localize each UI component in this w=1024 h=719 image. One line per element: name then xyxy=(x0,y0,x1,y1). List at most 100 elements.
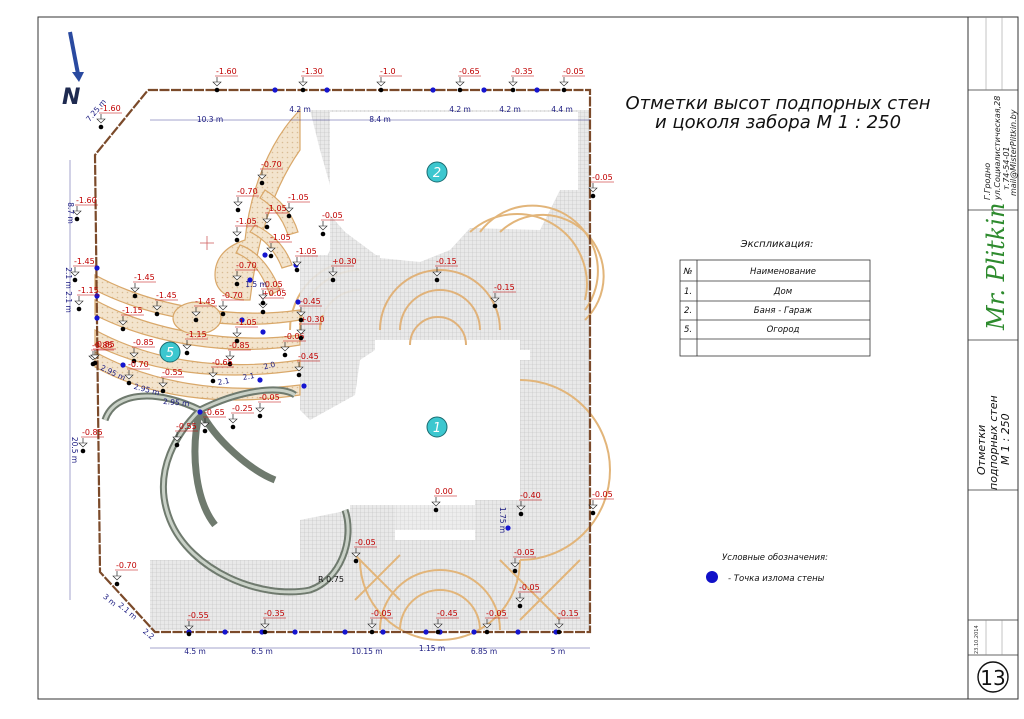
elevation-pin-icon xyxy=(510,562,520,568)
elevation-pin-icon xyxy=(294,366,304,372)
elevation-marker: -0.45 xyxy=(433,609,459,635)
elevation-marker: -0.65 xyxy=(208,358,234,384)
explication-col-name: Наименование xyxy=(750,267,816,277)
legend-item-label: - Точка излома стены xyxy=(728,574,825,584)
zone-label-garden: 5 xyxy=(166,346,174,361)
elevation-label: -0.65 xyxy=(459,67,480,76)
elevation-pin-icon xyxy=(129,352,139,358)
elevation-pin-icon xyxy=(218,305,228,311)
sheet-date: 23.10.2014 xyxy=(974,625,980,654)
elevation-label: -1.15 xyxy=(78,286,99,295)
explication-col-no: № xyxy=(683,267,693,277)
dimension-label: 4.2 m xyxy=(499,105,521,114)
title-line-2: и цоколя забора М 1 : 250 xyxy=(655,112,901,133)
elevation-label: -0.05 xyxy=(371,609,392,618)
elevation-label: -1.60 xyxy=(216,67,237,76)
dimension-label: 1.75 m xyxy=(498,507,507,533)
dimension-label: 2.1 xyxy=(217,376,231,387)
elevation-point xyxy=(492,303,498,309)
elevation-pin-icon xyxy=(490,297,500,303)
elevation-marker: -0.05 xyxy=(367,609,393,635)
elevation-label: -0.05 xyxy=(592,173,613,182)
elevation-label: -1.05 xyxy=(288,193,309,202)
elevation-label: -0.05 xyxy=(355,538,376,547)
dimension-label: 20.5 m xyxy=(70,437,79,463)
elevation-label: -0.05 xyxy=(259,393,280,402)
elevation-marker: -0.15 xyxy=(432,257,458,283)
elevation-marker: -0.55 xyxy=(184,611,210,637)
building-footprints xyxy=(310,112,578,540)
elevation-label: -0.85 xyxy=(133,338,154,347)
elevation-marker: -1.15 xyxy=(182,330,208,356)
elevation-point xyxy=(434,277,440,283)
legend: Условные обозначения: - Точка излома сте… xyxy=(706,553,828,584)
phone: т.74-54-01 xyxy=(1002,146,1011,190)
elevation-marker: -0.15 xyxy=(554,609,580,635)
elevation-pin-icon xyxy=(232,231,242,237)
dimension-label: 4.5 m xyxy=(184,647,206,656)
elevation-marker: -0.05 xyxy=(510,548,536,574)
elevation-label: -1.45 xyxy=(134,273,155,282)
elevation-marker: -1.05 xyxy=(266,233,292,259)
elevation-marker: -0.70 xyxy=(112,561,138,587)
elevation-marker: -0.05 xyxy=(588,173,614,199)
elevation-label: -0.05 xyxy=(262,280,283,289)
elevation-label: -0.05 xyxy=(592,490,613,499)
elevation-marker: -1.45 xyxy=(70,257,96,283)
title-block-frame xyxy=(967,16,1019,700)
elevation-point xyxy=(320,231,326,237)
elevation-pin-icon xyxy=(258,294,268,300)
elevation-marker: -1.05 xyxy=(262,204,288,230)
elevation-point xyxy=(484,629,490,635)
elevation-marker: -0.05 xyxy=(515,583,541,609)
elevation-marker: -1.60 xyxy=(212,67,238,93)
elevation-point xyxy=(120,326,126,332)
explication-row-2-name: Баня - Гараж xyxy=(754,306,813,316)
ornamental-paving xyxy=(289,204,611,641)
elevation-point xyxy=(235,207,241,213)
elevation-marker: +0.30 xyxy=(328,257,357,283)
elevation-pin-icon xyxy=(112,575,122,581)
elevation-pin-icon xyxy=(515,597,525,603)
terraced-beds xyxy=(94,108,301,401)
elevation-pin-icon xyxy=(318,225,328,231)
elevation-point xyxy=(92,360,98,366)
dimension-label: 4.2 m xyxy=(449,105,471,114)
elevation-point xyxy=(561,87,567,93)
dimension-label: 1.15 m xyxy=(419,644,445,653)
elevation-marker: -1.30 xyxy=(298,67,324,93)
elevation-label: -1.15 xyxy=(186,330,207,339)
elevation-point xyxy=(98,124,104,130)
elevation-point xyxy=(457,87,463,93)
elevation-marker: -0.05 xyxy=(255,393,281,419)
dimension-label: 10.3 m xyxy=(197,115,223,124)
elevation-marker: -1.60 xyxy=(72,196,98,222)
elevation-label: -0.15 xyxy=(436,257,457,266)
elevation-marker: -1.60 xyxy=(96,104,122,130)
elevation-marker: -0.25 xyxy=(228,404,254,430)
zone-badges: 2 1 5 xyxy=(159,161,448,438)
dimension-label: 8.4 m xyxy=(369,115,391,124)
elevation-marker: -0.05 xyxy=(482,609,508,635)
elevation-label: -0.55 xyxy=(162,368,183,377)
elevation-pin-icon xyxy=(328,271,338,277)
elevation-label: 0.00 xyxy=(435,487,453,496)
elevation-point xyxy=(294,267,300,273)
elevation-marker: -0.05 xyxy=(280,332,306,358)
elevation-marker: -0.40 xyxy=(516,491,542,517)
explication-heading: Экспликация: xyxy=(740,239,814,250)
dimension-label: 2.1 m xyxy=(116,601,138,622)
elevation-point xyxy=(234,338,240,344)
elevation-label: -1.05 xyxy=(296,247,317,256)
dimension-label: 2.95 m xyxy=(163,397,190,408)
elevation-pin-icon xyxy=(296,329,306,335)
elevation-marker: -0.45 xyxy=(294,352,320,378)
elevation-pin-icon xyxy=(298,81,308,87)
elevation-point xyxy=(510,87,516,93)
title-line-1: Отметки высот подпорных стен xyxy=(625,93,930,114)
elevation-point xyxy=(114,581,120,587)
elevation-pin-icon xyxy=(158,382,168,388)
elevation-pin-icon xyxy=(260,623,270,629)
elevation-pin-icon xyxy=(96,118,106,124)
